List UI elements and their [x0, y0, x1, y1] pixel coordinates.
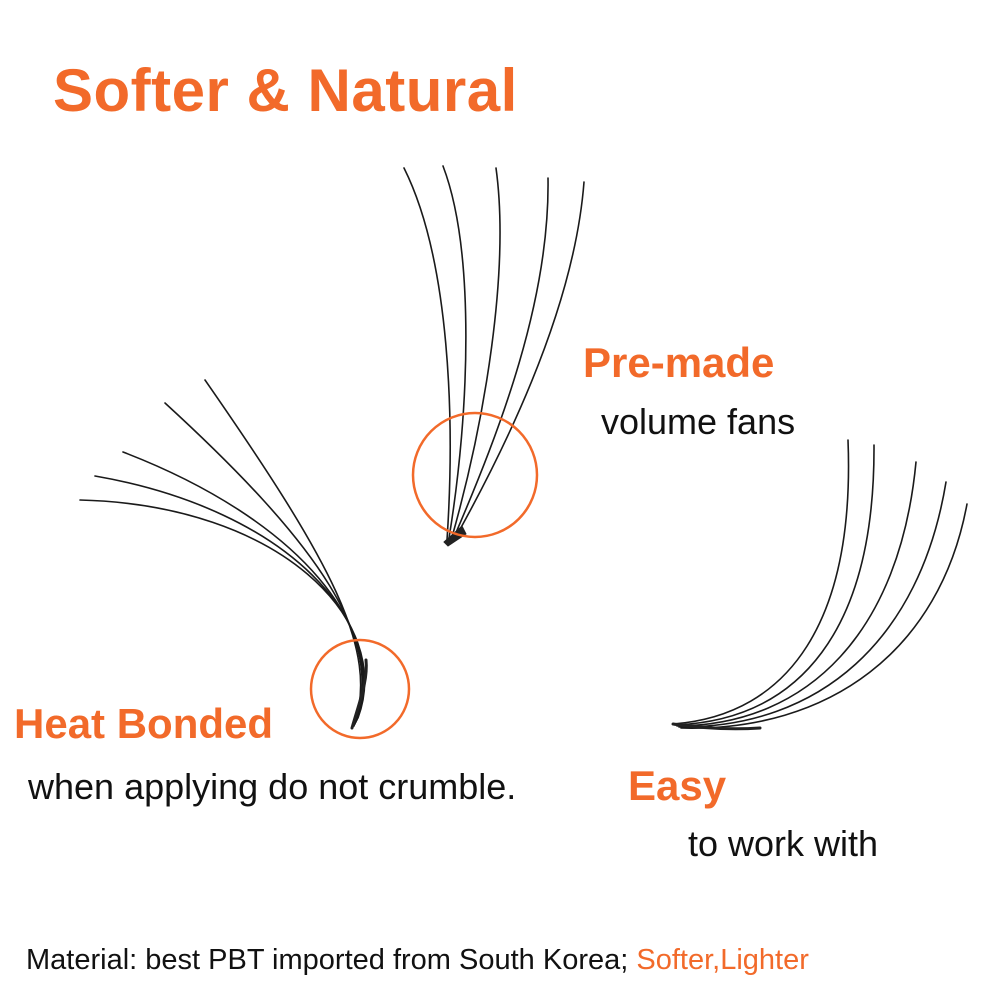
feature-text-easy: to work with: [688, 823, 879, 864]
feature-text-heat-bonded: when applying do not crumble.: [28, 766, 517, 807]
feature-heading-premade: Pre-made: [583, 339, 775, 386]
material-footer: Material: best PBT imported from South K…: [26, 944, 809, 977]
lash-fan-right: [671, 439, 968, 731]
page-title: Softer & Natural: [53, 57, 518, 124]
lash-fan-left: [79, 379, 368, 730]
highlight-circle: [411, 411, 539, 539]
lash-fan-top: [403, 165, 585, 547]
material-highlight: Softer,Lighter: [636, 944, 809, 976]
feature-heading-easy: Easy: [628, 762, 727, 809]
feature-text-premade: volume fans: [601, 401, 796, 442]
feature-heading-heat-bonded: Heat Bonded: [14, 700, 274, 747]
highlight-circle: [309, 638, 411, 740]
material-text: Material: best PBT imported from South K…: [26, 944, 637, 976]
